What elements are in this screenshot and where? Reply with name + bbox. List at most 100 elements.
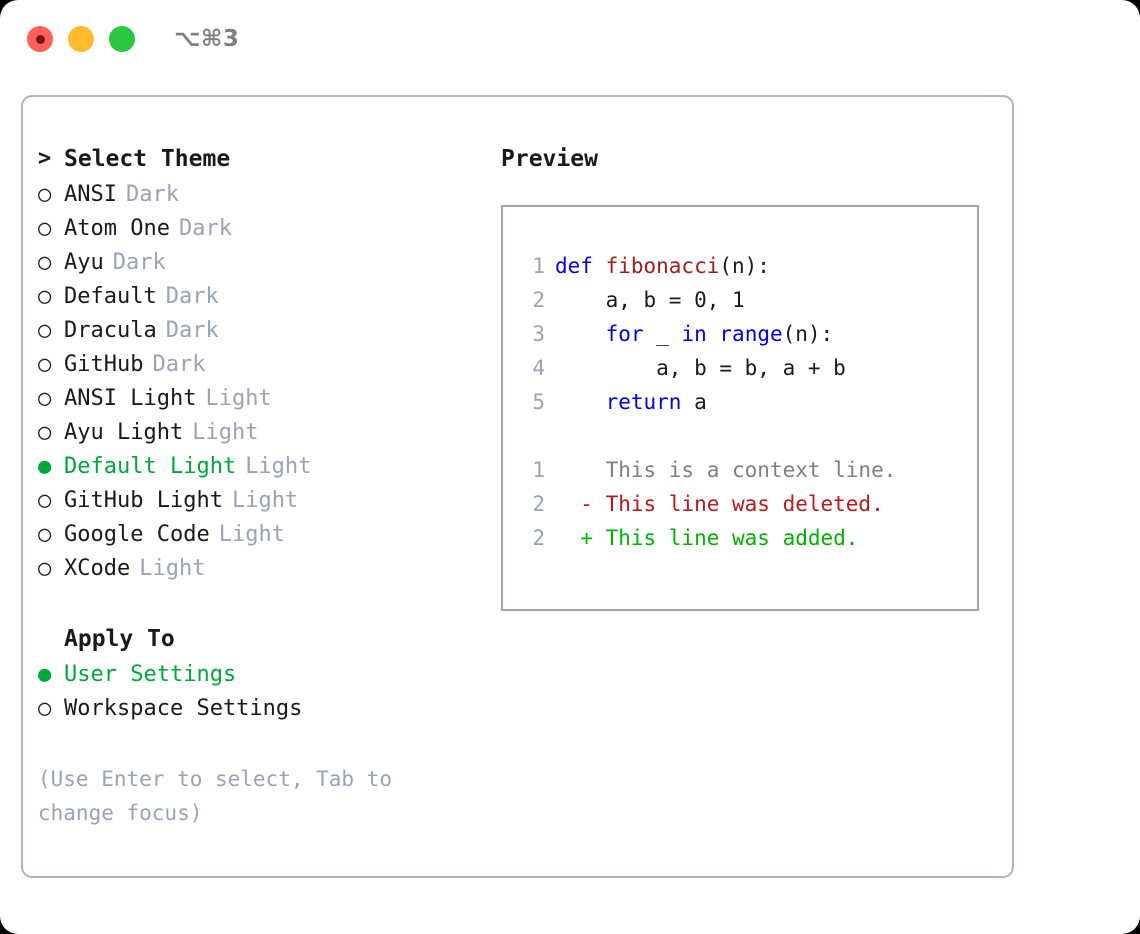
radio-unselected-icon: ○ [38,488,52,513]
minimize-button[interactable] [68,26,94,52]
radio-selected-icon: ● [38,662,52,687]
cursor-icon: > [38,146,52,171]
theme-option-github[interactable]: ○ GitHub Dark [38,348,478,382]
theme-option-category: Light [218,522,285,547]
diff-sample: 1 This is a context line.2 - This line w… [521,453,977,555]
code-token: fibonacci [605,254,720,278]
diff-line-number: 1 [532,458,545,482]
theme-option-label: ANSI [64,182,117,207]
code-token: a, b = b, a + b [555,356,846,380]
diff-line-add: 2 + This line was added. [521,521,977,555]
code-token: return [605,390,682,414]
radio-unselected-icon: ○ [38,216,52,241]
close-icon [35,34,45,44]
radio-unselected-icon: ○ [38,556,52,581]
code-line: 5 return a [521,385,977,419]
code-token: in [681,322,707,346]
keyboard-hint: (Use Enter to select, Tab to change focu… [38,767,393,825]
code-line: 2 a, b = 0, 1 [521,283,977,317]
code-token: a, b = 0, 1 [555,288,745,312]
close-button[interactable] [27,26,53,52]
diff-line-del: 2 - This line was deleted. [521,487,977,521]
theme-option-label: Google Code [64,522,210,547]
diff-line-ctx: 1 This is a context line. [521,453,977,487]
radio-unselected-icon: ○ [38,250,52,275]
theme-option-label: GitHub Light [64,488,223,513]
code-token: a [681,390,707,414]
code-line-number: 5 [532,390,545,414]
radio-unselected-icon: ○ [38,182,52,207]
list-spacer [38,586,478,620]
theme-option-label: Atom One [64,216,170,241]
code-line: 3 for _ in range(n): [521,317,977,351]
diff-line-text: - This line was deleted. [555,492,884,516]
code-line: 4 a, b = b, a + b [521,351,977,385]
theme-option-label: ANSI Light [64,386,197,411]
maximize-button[interactable] [109,26,135,52]
theme-option-label: Ayu [64,250,104,275]
apply-to-option-label: Workspace Settings [64,696,303,721]
diff-spacer [521,419,977,453]
code-token: _ [643,322,682,346]
radio-unselected-icon: ○ [38,420,52,445]
theme-option-category: Light [231,488,299,513]
radio-unselected-icon: ○ [38,522,52,547]
window-title: ⌥⌘3 [174,26,240,52]
preview-title: Preview [501,146,598,172]
diff-line-text: + This line was added. [555,526,859,550]
code-token [555,390,606,414]
code-line-number: 1 [532,254,545,278]
theme-option-label: Default Light [64,454,237,479]
select-theme-header: > Select Theme [38,140,478,178]
radio-unselected-icon: ○ [38,352,52,377]
theme-option-category: Dark [165,318,219,343]
theme-option-google-code[interactable]: ○ Google Code Light [38,518,478,552]
apply-to-option-user-settings[interactable]: ● User Settings [38,658,478,692]
code-token: (n): [719,254,770,278]
radio-unselected-icon: ○ [38,284,52,309]
theme-option-category: Light [245,454,312,479]
diff-line-text: This is a context line. [555,458,897,482]
theme-option-label: Ayu Light [64,420,184,445]
theme-option-category: Dark [152,352,206,377]
code-token: (n): [782,322,834,346]
code-line-number: 2 [532,288,545,312]
code-token [707,322,720,346]
title-bar: ⌥⌘3 [0,0,1140,78]
theme-option-github-light[interactable]: ○ GitHub Light Light [38,484,478,518]
code-line-number: 4 [532,356,545,380]
theme-option-label: XCode [64,556,131,581]
code-token: range [719,322,783,346]
theme-option-category: Dark [112,250,166,275]
theme-option-ayu-light[interactable]: ○ Ayu Light Light [38,416,478,450]
theme-option-label: GitHub [64,352,144,377]
radio-unselected-icon: ○ [38,318,52,343]
apply-to-option-label: User Settings [64,662,237,687]
theme-option-category: Light [192,420,259,445]
code-line-number: 3 [532,322,545,346]
apply-to-header: Apply To [38,620,478,658]
theme-option-label: Dracula [64,318,157,343]
diff-line-number: 2 [532,492,545,516]
apply-to-option-workspace-settings[interactable]: ○Workspace Settings [38,692,478,726]
theme-option-ayu[interactable]: ○ Ayu Dark [38,246,478,280]
theme-option-dracula[interactable]: ○ Dracula Dark [38,314,478,348]
theme-option-category: Light [205,386,272,411]
code-token: for [605,322,644,346]
select-theme-header-label: Select Theme [64,146,231,172]
traffic-lights [27,26,135,52]
theme-option-label: Default [64,284,157,309]
